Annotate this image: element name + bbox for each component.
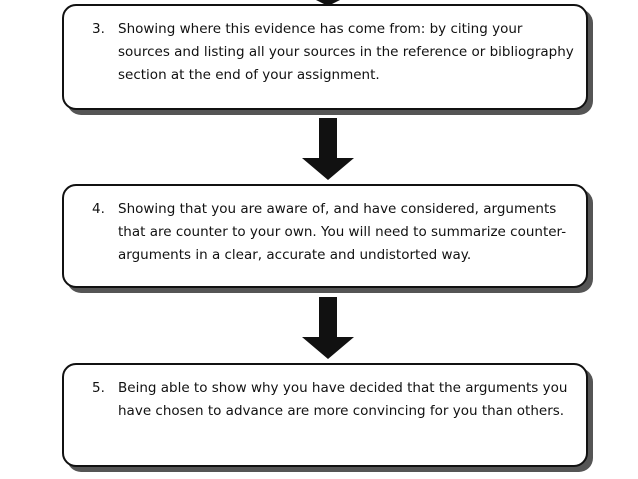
step-box-4: 4. Showing that you are aware of, and ha… [62, 184, 588, 288]
step-text: Being able to show why you have decided … [118, 380, 568, 419]
step-text: Showing where this evidence has come fro… [118, 21, 574, 83]
step-text: Showing that you are aware of, and have … [118, 201, 567, 263]
step-box-3: 3. Showing where this evidence has come … [62, 4, 588, 110]
incoming-arrow-tip [316, 0, 340, 6]
step-number: 3. [92, 21, 105, 37]
down-arrow-icon [302, 118, 354, 180]
step-box-5: 5. Being able to show why you have decid… [62, 363, 588, 467]
step-number: 4. [92, 201, 105, 217]
down-arrow-icon [302, 297, 354, 359]
step-number: 5. [92, 380, 105, 396]
